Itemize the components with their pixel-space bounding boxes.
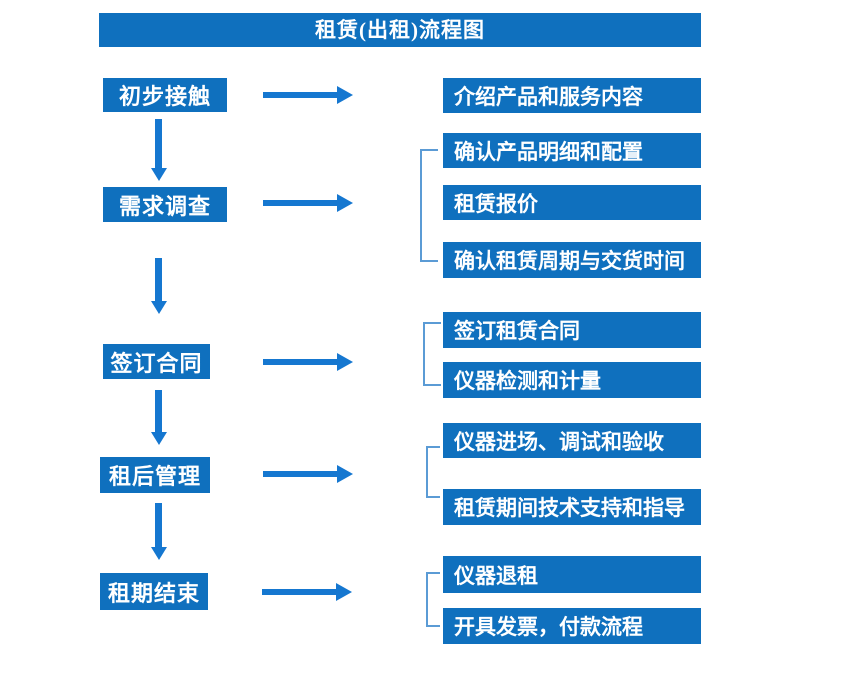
detail-box-introduce-products: 介绍产品和服务内容 [443,78,701,113]
stage-box-lease-end: 租期结束 [100,573,208,610]
detail-box-invoice-payment: 开具发票，付款流程 [443,608,701,644]
stage-box-demand-survey: 需求调查 [103,187,227,222]
detail-box-instrument-inspection: 仪器检测和计量 [443,362,701,398]
arrow-right-sign-contract [263,353,353,371]
bracket-sign-contract-details [423,322,441,386]
arrow-down-2 [151,258,167,314]
flowchart-title: 租赁(出租)流程图 [99,13,701,47]
stage-box-post-rental-management: 租后管理 [100,457,210,493]
stage-box-initial-contact: 初步接触 [103,78,227,112]
arrow-right-lease-end [262,583,352,601]
detail-box-confirm-product-details: 确认产品明细和配置 [443,133,701,168]
bracket-demand-survey-details [420,149,438,262]
detail-box-confirm-rental-period: 确认租赁周期与交货时间 [443,242,701,278]
stage-box-sign-contract: 签订合同 [103,344,210,379]
detail-box-rental-quote: 租赁报价 [443,185,701,220]
bracket-lease-end-details [426,572,440,627]
detail-box-technical-support: 租赁期间技术支持和指导 [443,489,701,525]
bracket-post-rental-details [426,446,440,498]
arrow-right-initial-contact [263,86,353,104]
arrow-right-demand-survey [263,194,353,212]
arrow-down-3 [151,390,167,445]
detail-box-instrument-setup: 仪器进场、调试和验收 [443,423,701,458]
arrow-down-4 [151,503,167,560]
arrow-down-1 [151,119,167,181]
detail-box-sign-rental-contract: 签订租赁合同 [443,312,701,348]
detail-box-instrument-return: 仪器退租 [443,556,701,593]
arrow-right-post-rental [263,465,353,483]
